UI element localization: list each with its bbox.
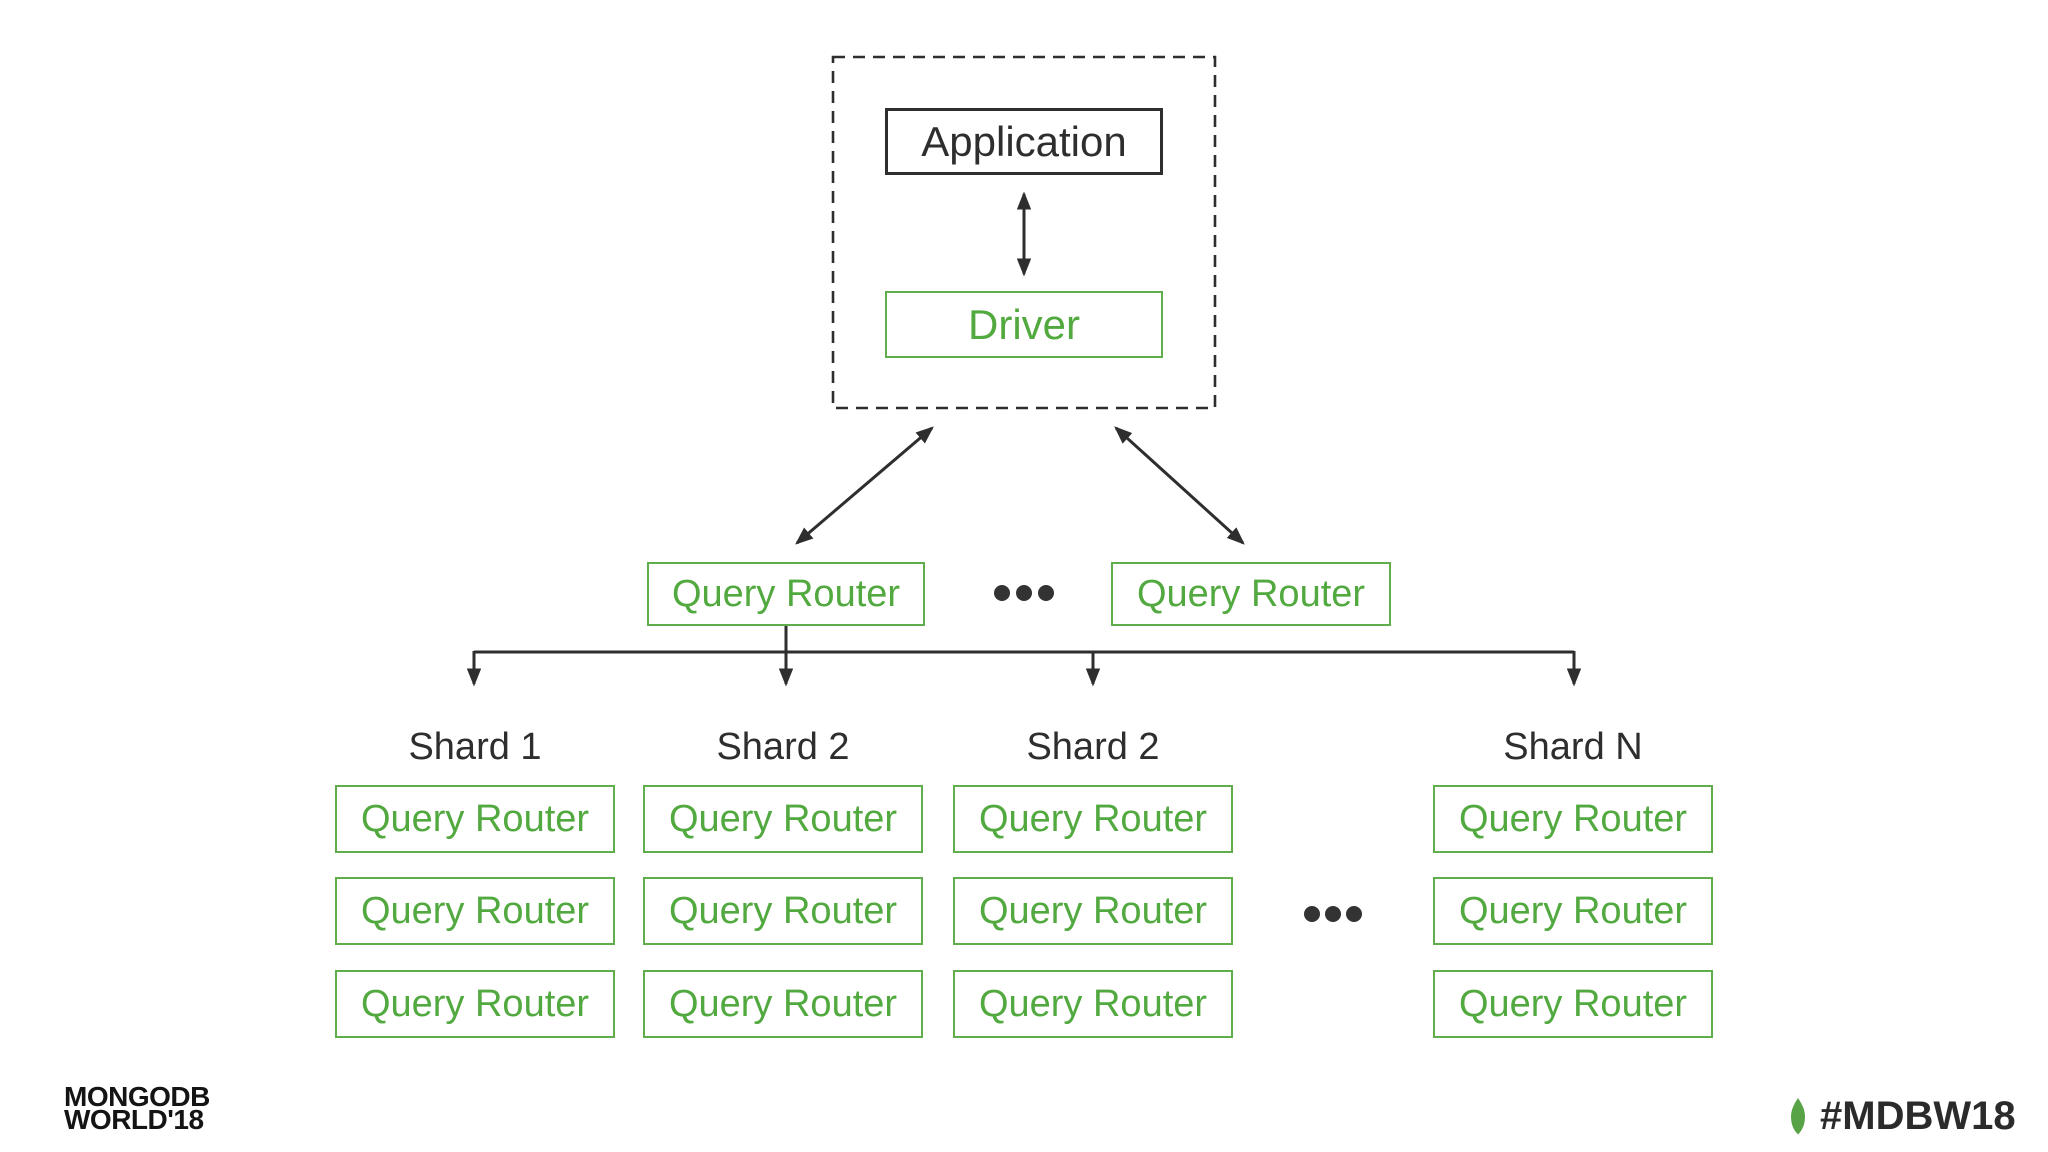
client-group-dashed-border — [831, 55, 1217, 410]
shard-1-node-2: Query Router — [335, 877, 615, 945]
shard-1-node-1: Query Router — [335, 785, 615, 853]
shard-3-node-2: Query Router — [953, 877, 1233, 945]
shard-1-title: Shard 1 — [408, 725, 542, 768]
shard-3-node-3: Query Router — [953, 970, 1233, 1038]
hashtag-text: #MDBW18 — [1820, 1094, 2016, 1138]
shard-2-title: Shard 2 — [716, 725, 850, 768]
shard-n-node-2: Query Router — [1433, 877, 1713, 945]
shard-1-node-3: Query Router — [335, 970, 615, 1038]
shard-n-node-1: Query Router — [1433, 785, 1713, 853]
query-router-left-box: Query Router — [647, 562, 925, 626]
logo-line-1: MONGODB — [64, 1081, 210, 1112]
shard-3-node-1: Query Router — [953, 785, 1233, 853]
shard-2-node-2: Query Router — [643, 877, 923, 945]
driver-box: Driver — [885, 291, 1163, 358]
shard-ellipsis-icon — [1304, 906, 1362, 922]
application-box: Application — [885, 108, 1163, 175]
driver-left-router-arrow — [795, 426, 934, 545]
router-ellipsis-icon — [994, 585, 1054, 601]
shard-2-node-1: Query Router — [643, 785, 923, 853]
logo-line-2: WORLD'18 — [64, 1104, 204, 1135]
shard-3-title: Shard 2 — [1026, 725, 1160, 768]
shard-2-node-3: Query Router — [643, 970, 923, 1038]
mongodb-leaf-icon — [1791, 1098, 1805, 1135]
driver-right-router-arrow — [1114, 426, 1245, 545]
shard-n-title: Shard N — [1503, 725, 1643, 768]
mongodb-world-logo: MONGODB WORLD'18 — [64, 1081, 210, 1135]
query-router-right-box: Query Router — [1111, 562, 1391, 626]
shard-n-node-3: Query Router — [1433, 970, 1713, 1038]
footer-hashtag-group: #MDBW18 — [1790, 1094, 2016, 1139]
